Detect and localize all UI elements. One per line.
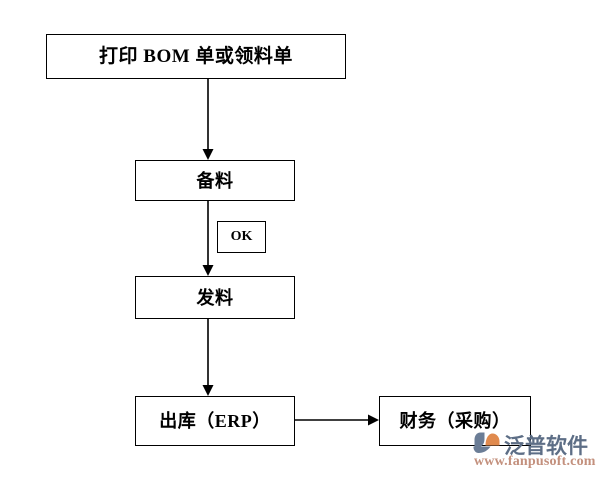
node-issue-material[interactable]: 发料 — [135, 276, 295, 319]
node-prepare-material[interactable]: 备料 — [135, 160, 295, 201]
edge-outbound-to-finance — [295, 414, 379, 426]
edge-print-bom-to-prepare — [202, 79, 214, 160]
node-print-bom[interactable]: 打印 BOM 单或领料单 — [46, 34, 346, 79]
edge-issue-to-outbound — [202, 319, 214, 396]
edge-label-ok[interactable]: OK — [217, 221, 266, 253]
node-outbound-erp[interactable]: 出库（ERP） — [135, 396, 295, 446]
node-finance-purchasing[interactable]: 财务（采购） — [379, 396, 531, 446]
edge-prepare-to-issue — [202, 201, 214, 276]
